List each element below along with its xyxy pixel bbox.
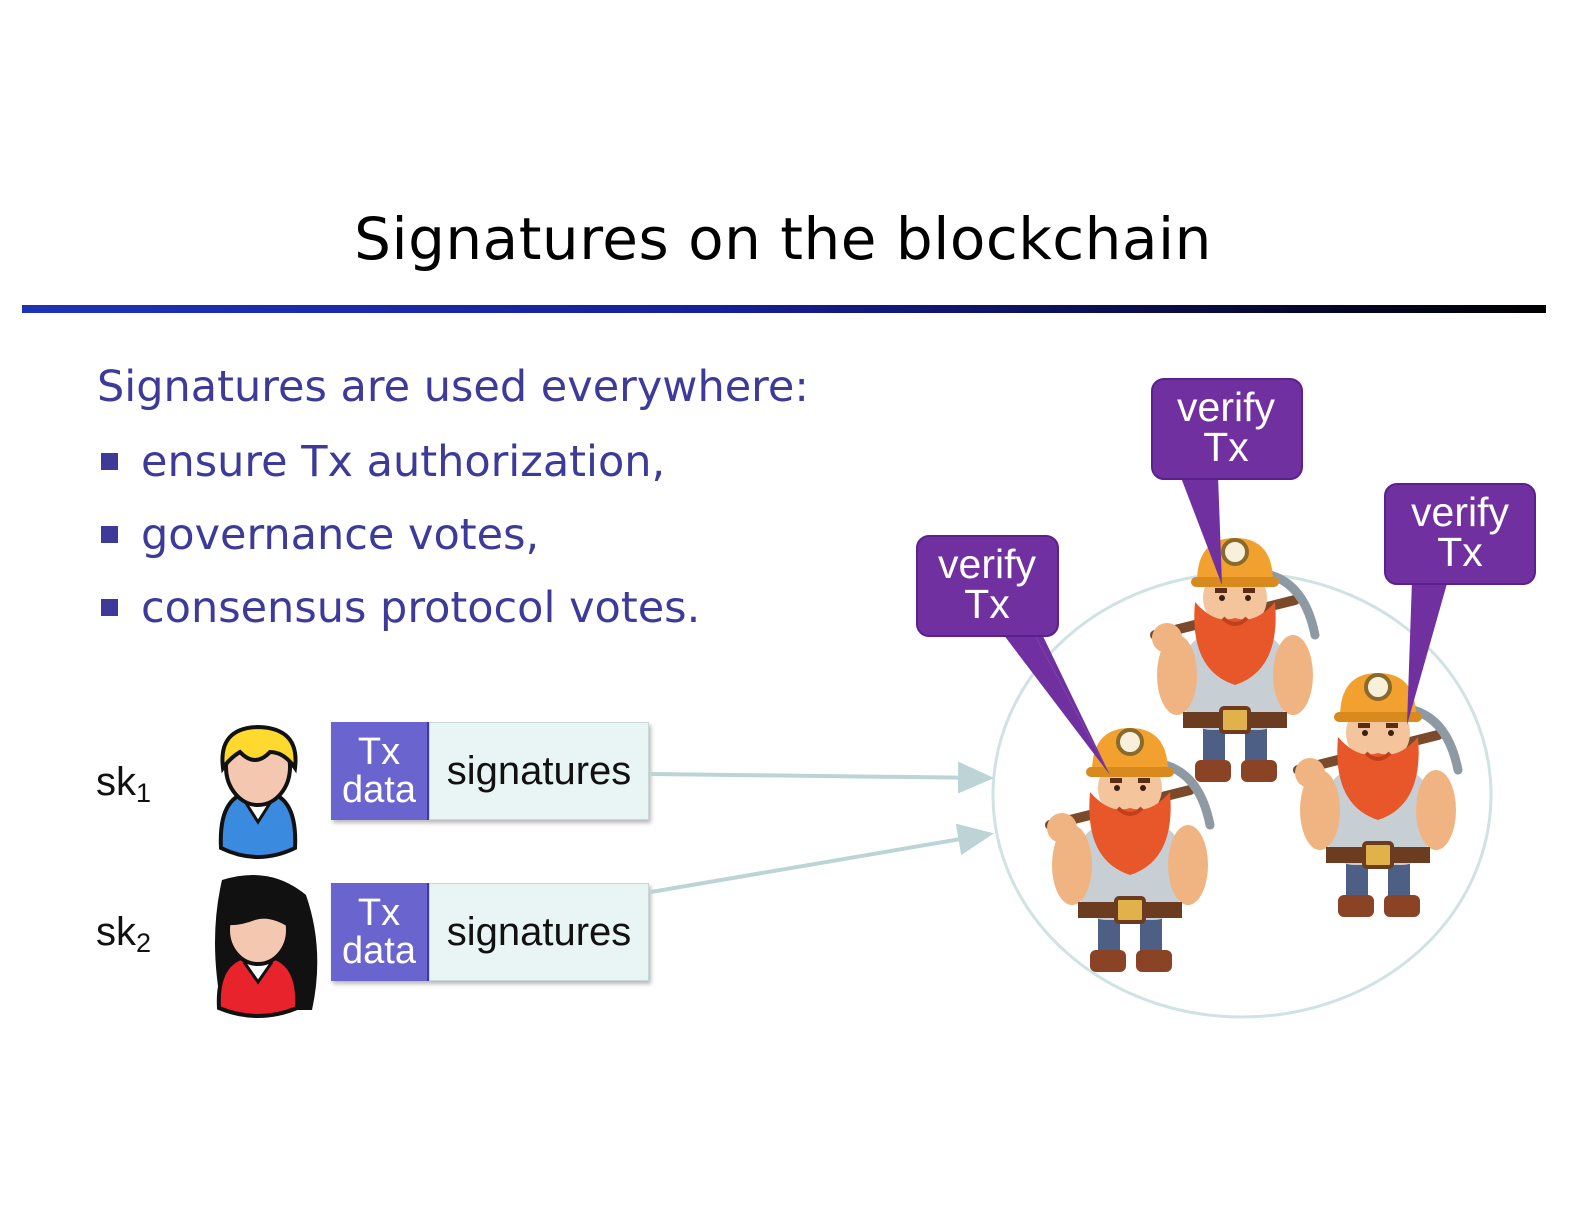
- square-bullet-icon: [101, 599, 118, 616]
- tx-data-cell: Tx data: [331, 722, 429, 820]
- verify-bubble-text: verify: [1177, 384, 1275, 430]
- verify-bubble-1: verify Tx: [916, 535, 1110, 775]
- tx-arrow-2: [650, 823, 994, 894]
- verify-bubble-3: verify Tx: [1384, 483, 1536, 725]
- miner-icon: [1152, 538, 1315, 782]
- user-black-hair-red-shirt-icon: [215, 875, 318, 1018]
- verify-bubble-text: verify: [938, 541, 1036, 587]
- bullet-text: consensus protocol votes.: [141, 583, 701, 633]
- bullet-text: governance votes,: [141, 510, 540, 560]
- tx-arrow-1: [650, 761, 994, 794]
- bullet-item: ensure Tx authorization,: [100, 436, 700, 509]
- transaction-box-2: Tx data signatures: [331, 883, 649, 981]
- tx-data-cell: Tx data: [331, 883, 429, 981]
- intro-text: Signatures are used everywhere:: [97, 362, 809, 412]
- verify-bubble-text: Tx: [1203, 424, 1249, 470]
- miner-icon: [1295, 673, 1458, 917]
- verify-bubble-text: Tx: [964, 581, 1010, 627]
- miner-icon: [1047, 728, 1210, 972]
- verify-bubble-text: verify: [1411, 489, 1509, 535]
- secret-key-label-2: sk2: [96, 910, 152, 958]
- transaction-box-1: Tx data signatures: [331, 722, 649, 820]
- user-blonde-blue-shirt-icon: [218, 724, 298, 859]
- secret-key-label-1: sk1: [96, 760, 152, 808]
- verify-bubble-text: Tx: [1437, 529, 1483, 575]
- signatures-cell: signatures: [429, 722, 649, 820]
- bullet-item: governance votes,: [100, 509, 700, 582]
- bullet-list: ensure Tx authorization, governance vote…: [100, 436, 700, 655]
- title-underline: [22, 305, 1546, 313]
- bullet-text: ensure Tx authorization,: [141, 437, 666, 487]
- square-bullet-icon: [101, 453, 118, 470]
- signatures-cell: signatures: [429, 883, 649, 981]
- square-bullet-icon: [101, 526, 118, 543]
- verify-bubble-2: verify Tx: [1151, 378, 1303, 585]
- slide-title: Signatures on the blockchain: [354, 205, 1212, 273]
- bullet-item: consensus protocol votes.: [100, 582, 700, 655]
